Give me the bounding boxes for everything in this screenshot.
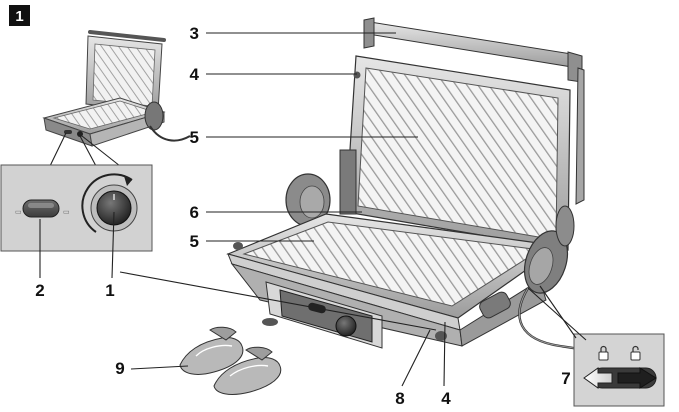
temperature-knob-icon bbox=[81, 173, 138, 233]
callout-7: 7 bbox=[561, 369, 570, 388]
zoom-line-left bbox=[49, 132, 67, 167]
drip-tray bbox=[179, 326, 244, 375]
callout-5-upper: 5 bbox=[190, 128, 199, 147]
overview-grill-illustration bbox=[42, 30, 191, 147]
drip-tray bbox=[213, 346, 282, 395]
callout-labels: 3 4 5 6 5 2 1 9 8 4 7 bbox=[35, 24, 570, 408]
callout-4-bottom: 4 bbox=[441, 389, 451, 408]
zoom-line-middle bbox=[79, 135, 97, 167]
main-grill-illustration bbox=[226, 17, 613, 360]
zoom-line-lock-b bbox=[527, 287, 587, 341]
callout-8: 8 bbox=[395, 389, 404, 408]
callout-3: 3 bbox=[190, 24, 199, 43]
callout-1: 1 bbox=[105, 281, 114, 300]
padlock-open-icon bbox=[630, 345, 641, 361]
callout-4-top: 4 bbox=[190, 65, 200, 84]
callout-2: 2 bbox=[35, 281, 44, 300]
hinge-lock-inset bbox=[573, 333, 665, 407]
zoom-line-right bbox=[81, 135, 121, 167]
leader-lines bbox=[39, 32, 446, 387]
zoom-line-lock-a bbox=[539, 285, 577, 339]
svg-text:▭: ▭ bbox=[63, 209, 70, 216]
callout-5-lower: 5 bbox=[190, 232, 199, 251]
callout-6: 6 bbox=[190, 203, 199, 222]
arrow-left-icon bbox=[583, 367, 613, 389]
toggle-switch-icon: ▭ ▭ bbox=[15, 199, 70, 218]
drip-trays-illustration bbox=[179, 326, 282, 395]
figure-badge: 1 bbox=[9, 5, 30, 26]
left-wheel bbox=[285, 173, 331, 227]
controls-inset: ▭ ▭ bbox=[0, 164, 153, 252]
arrow-right-icon bbox=[617, 367, 657, 389]
callout-9: 9 bbox=[115, 359, 124, 378]
padlock-closed-icon bbox=[598, 345, 609, 361]
handle bbox=[363, 17, 585, 205]
right-wheel bbox=[523, 205, 575, 294]
figure-badge-number: 1 bbox=[15, 8, 23, 25]
svg-text:▭: ▭ bbox=[15, 209, 22, 216]
